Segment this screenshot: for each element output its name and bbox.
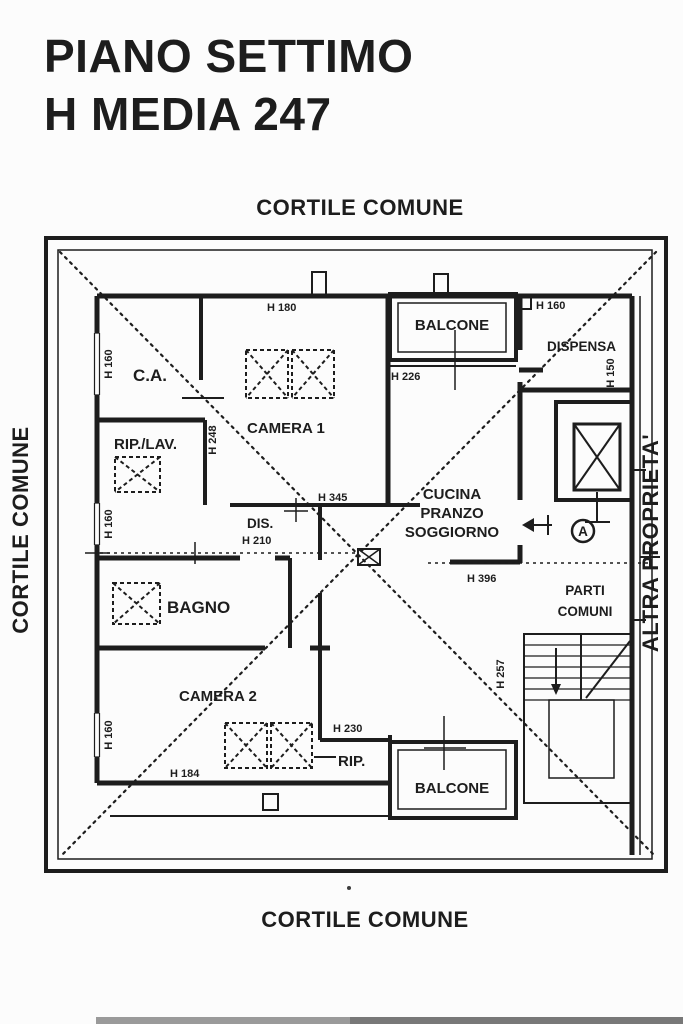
window-marks — [93, 332, 101, 758]
wardrobe-icons — [112, 349, 335, 769]
dim-h160-ca-window: H 160 — [103, 349, 115, 378]
room-label-camera2: CAMERA 2 — [179, 688, 257, 705]
courtyard-label-top: CORTILE COMUNE — [256, 195, 463, 220]
dim-h160-mid-window: H 160 — [103, 509, 115, 538]
dim-h160-dispensa-door: H 160 — [536, 300, 565, 312]
door-arrow-icon — [522, 515, 552, 535]
svg-text:A: A — [578, 524, 588, 539]
dim-h248-wall: H 248 — [207, 425, 219, 454]
plan-title-line2: H MEDIA 247 — [44, 88, 332, 140]
room-label-balcone-top: BALCONE — [415, 317, 489, 334]
dim-h257-stairs: H 257 — [495, 659, 507, 688]
dim-h230-rip: H 230 — [333, 723, 362, 735]
courtyard-label-left: CORTILE COMUNE — [8, 426, 33, 633]
dim-h345-center: H 345 — [318, 492, 347, 504]
dim-h180-camera1: H 180 — [267, 302, 296, 314]
room-label-cucina-3: SOGGIORNO — [405, 524, 500, 541]
elevator-shaft-icon — [554, 400, 634, 523]
room-label-ca: C.A. — [133, 366, 167, 385]
room-label-parti-comuni-2: COMUNI — [558, 604, 613, 619]
room-label-cucina-2: PRANZO — [420, 505, 484, 522]
room-label-rip-lav: RIP./LAV. — [114, 436, 177, 453]
dim-h226-balcone: H 226 — [391, 371, 420, 383]
center-fixture-icon — [357, 548, 381, 566]
plan-title-line1: PIANO SETTIMO — [44, 30, 413, 82]
room-label-balcone-bottom: BALCONE — [415, 780, 489, 797]
balcony-bottom — [388, 716, 518, 820]
dim-h210-dis: H 210 — [242, 535, 271, 547]
dim-h396-parti: H 396 — [467, 573, 496, 585]
dim-h184-camera2: H 184 — [170, 768, 200, 780]
measure-lines — [85, 498, 660, 567]
dim-h160-camera2-window: H 160 — [103, 720, 115, 749]
apartment-marker: A — [570, 518, 596, 544]
room-label-dispensa: DISPENSA — [547, 339, 616, 354]
scan-artifacts — [96, 886, 683, 1024]
courtyard-label-bottom: CORTILE COMUNE — [261, 907, 468, 932]
room-label-bagno: BAGNO — [167, 598, 230, 617]
room-label-dis: DIS. — [247, 516, 273, 531]
room-label-rip: RIP. — [338, 753, 365, 770]
dim-h150-dispensa: H 150 — [605, 358, 617, 387]
plot-border — [44, 236, 668, 873]
staircase — [523, 633, 633, 804]
balcony-top — [388, 292, 518, 390]
room-label-parti-comuni-1: PARTI — [565, 583, 605, 598]
room-label-camera1: CAMERA 1 — [247, 420, 325, 437]
room-label-cucina-1: CUCINA — [423, 486, 481, 503]
